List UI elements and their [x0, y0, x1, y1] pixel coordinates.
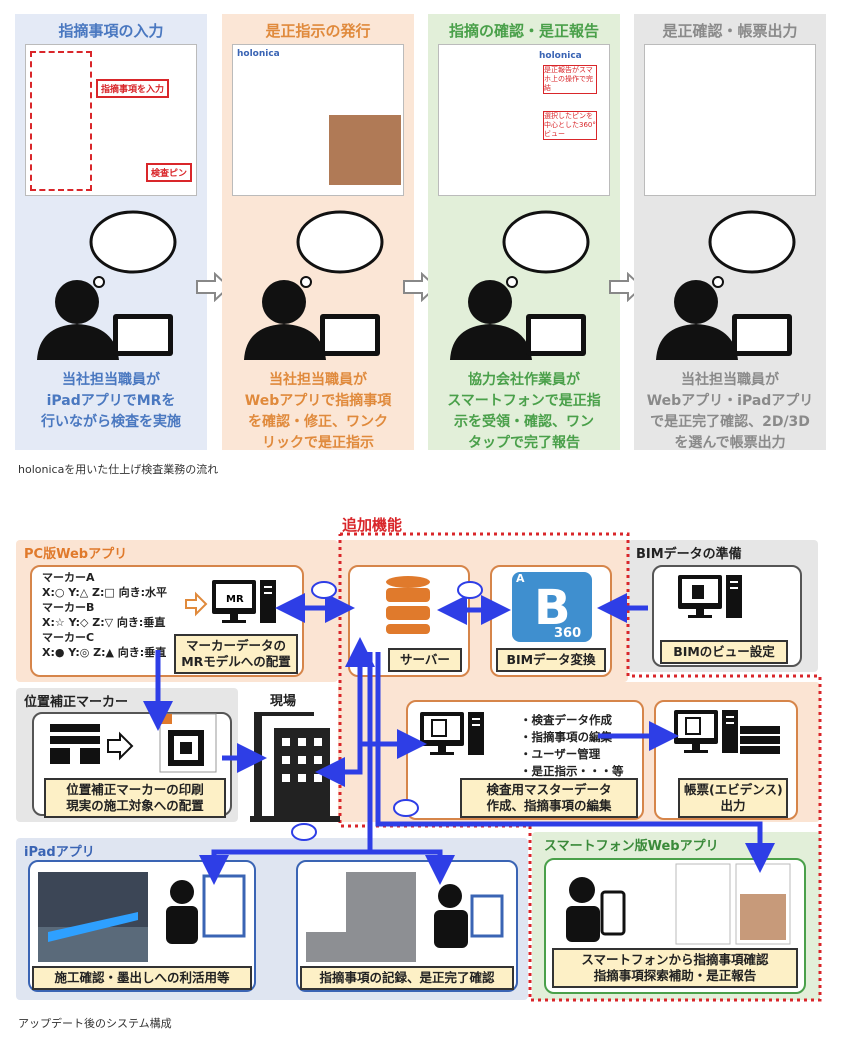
master-label: 検査用マスターデータ 作成、指摘事項の編集 — [460, 778, 638, 818]
bim-prep-title: BIMデータの準備 — [636, 547, 742, 562]
worker-illustration — [450, 210, 590, 360]
callout-360: 選択したピンを中心とした360°ビュー — [543, 111, 597, 140]
caption-line: で是正完了確認、2D/3D — [650, 414, 810, 430]
markers-text: マーカーA X:○ Y:△ Z:□ 向き:水平 マーカーB X:☆ Y:◇ Z:… — [42, 571, 168, 659]
master-items: ・検査データ作成 ・指摘事項の編集 ・ユーザー管理 ・是正指示・・・等 — [520, 713, 624, 778]
workflow-step-screenshot: 指摘事項を入力検査ピン — [25, 44, 197, 196]
caption-line: 当社担当職員が — [681, 372, 779, 388]
system-caption: アップデート後のシステム構成 — [18, 1017, 172, 1030]
bim360-badge: 360 — [554, 626, 582, 641]
caption-line: Webアプリ・iPadアプリ — [646, 393, 814, 409]
workflow-step-2: 是正指示の発行 holonica 当社担当職員が Webアプリで指摘事項を確認・修正、… — [222, 14, 414, 451]
site-title: 現場 — [270, 694, 297, 709]
workflow-step-caption: 当社担当職員が Webアプリで指摘事項を確認・修正、ワンクリックで是正指示 — [222, 370, 414, 454]
ipad-right-label: 指摘事項の記録、是正完了確認 — [300, 966, 514, 990]
worker-illustration — [244, 210, 384, 360]
workflow-step-screenshot: holonica 是正報告がスマホ上の操作で完結選択したピンを中心とした360°ビ… — [438, 44, 610, 196]
master-label-text: 検査用マスターデータ 作成、指摘事項の編集 — [486, 782, 612, 813]
added-feature-title: 追加機能 — [342, 516, 403, 534]
caption-line: スマートフォンで是正指 — [447, 393, 601, 409]
callout-pin: 検査ピン — [146, 163, 193, 182]
caption-line: を選んで帳票出力 — [674, 435, 786, 451]
ipad-title: iPadアプリ — [24, 845, 95, 860]
app-name: holonica — [539, 51, 582, 61]
callout-input: 指摘事項を入力 — [96, 79, 170, 98]
app-name: holonica — [237, 49, 280, 59]
smartphone-label-text: スマートフォンから指摘事項確認 指摘事項探索補助・是正報告 — [581, 952, 769, 983]
workflow-step-1: 指摘事項の入力指摘事項を入力検査ピン当社担当職員が iPadアプリでMRを行いなが… — [15, 14, 207, 450]
worker-illustration — [37, 210, 177, 360]
pos-marker-title: 位置補正マーカー — [24, 695, 129, 710]
marker-placement-text: マーカーデータの MRモデルへの配置 — [181, 638, 291, 669]
pos-marker-label-text: 位置補正マーカーの印刷 現実の施工対象への配置 — [66, 782, 204, 813]
bim-convert-label: BIMデータ変換 — [496, 648, 606, 672]
workflow-step-3: 指摘の確認・是正報告 holonica 是正報告がスマホ上の操作で完結選択したピンを… — [428, 14, 620, 451]
workflow-step-caption: 当社担当職員が Webアプリ・iPadアプリで是正完了確認、2D/3D を選んで帳票… — [634, 370, 826, 454]
caption-line: 協力会社作業員が — [468, 372, 580, 388]
caption-line: リックで是正指示 — [262, 435, 374, 451]
ipad-left-label: 施工確認・墨出しへの利活用等 — [32, 966, 252, 990]
caption-line: を確認・修正、ワンク — [248, 414, 388, 430]
pos-marker-label: 位置補正マーカーの印刷 現実の施工対象への配置 — [44, 778, 226, 818]
bim-view-label: BIMのビュー設定 — [660, 640, 788, 664]
workflow-step-title: 是正指示の発行 — [265, 22, 371, 40]
flow-caption: holonicaを用いた仕上げ検査業務の流れ — [18, 463, 219, 476]
workflow-step-title: 指摘事項の入力 — [58, 22, 164, 40]
report-label: 帳票(エビデンス) 出力 — [678, 778, 788, 818]
bim360-tag: A — [516, 572, 525, 585]
workflow-step-caption: 協力会社作業員がスマートフォンで是正指示を受領・確認、ワンタップで完了報告 — [428, 370, 620, 454]
caption-line: 当社担当職員が — [269, 372, 367, 388]
smartphone-label: スマートフォンから指摘事項確認 指摘事項探索補助・是正報告 — [552, 948, 798, 988]
caption-line: Webアプリで指摘事項 — [244, 393, 392, 409]
worker-illustration — [656, 210, 796, 360]
report-label-text: 帳票(エビデンス) 出力 — [684, 782, 783, 813]
server-label: サーバー — [388, 648, 462, 672]
workflow-step-screenshot — [644, 44, 816, 196]
marker-placement-label: マーカーデータの MRモデルへの配置 — [174, 634, 298, 674]
caption-line: iPadアプリでMRを — [46, 393, 176, 409]
caption-line: タップで完了報告 — [468, 435, 580, 451]
workflow-step-caption: 当社担当職員が iPadアプリでMRを行いながら検査を実施 — [15, 370, 207, 433]
caption-line: 示を受領・確認、ワン — [454, 414, 594, 430]
caption-line: 当社担当職員が — [62, 372, 160, 388]
caption-line: 行いながら検査を実施 — [41, 414, 181, 430]
pc-web-title: PC版Webアプリ — [24, 547, 128, 562]
workflow-step-4: 是正確認・帳票出力当社担当職員が Webアプリ・iPadアプリで是正完了確認、2D… — [634, 14, 826, 451]
workflow-step-title: 指摘の確認・是正報告 — [448, 22, 599, 40]
workflow-step-screenshot: holonica — [232, 44, 404, 196]
callout-report: 是正報告がスマホ上の操作で完結 — [543, 65, 597, 94]
workflow-step-title: 是正確認・帳票出力 — [662, 22, 798, 40]
